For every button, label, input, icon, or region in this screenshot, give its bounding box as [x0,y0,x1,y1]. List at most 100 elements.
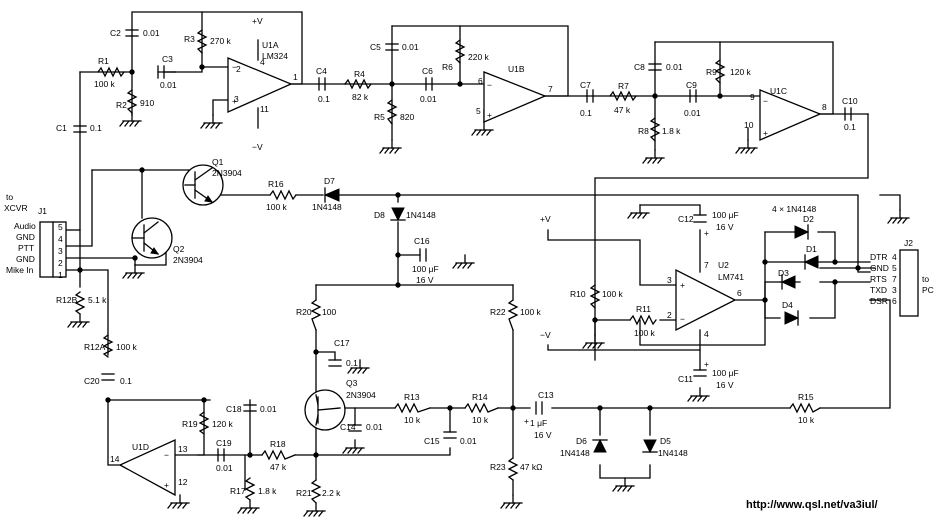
svg-text:C14: C14 [340,422,356,432]
svg-text:R14: R14 [472,392,488,402]
svg-text:0.01: 0.01 [666,62,683,72]
svg-text:R20: R20 [296,307,312,317]
svg-text:100 k: 100 k [602,289,624,299]
svg-text:C6: C6 [422,66,433,76]
svg-text:D3: D3 [778,268,789,278]
svg-text:2.2 k: 2.2 k [322,488,341,498]
svg-text:D4: D4 [782,300,793,310]
svg-text:0.01: 0.01 [420,94,437,104]
svg-text:0.01: 0.01 [216,463,233,473]
svg-text:12: 12 [178,477,188,487]
svg-text:R7: R7 [618,81,629,91]
svg-text:C16: C16 [414,236,430,246]
svg-text:GND: GND [16,232,35,242]
svg-text:−: − [487,80,492,90]
capacitors: C30.01 C40.1 C60.01 C70.1 C90.01 C100.1 … [56,28,858,473]
svg-text:47 k: 47 k [270,462,287,472]
svg-text:R23: R23 [490,462,506,472]
svg-text:1 μF: 1 μF [530,418,547,428]
svg-text:2N3904: 2N3904 [173,255,203,265]
svg-text:C5: C5 [370,42,381,52]
svg-text:47 kΩ: 47 kΩ [520,462,542,472]
svg-text:U2: U2 [718,260,729,270]
svg-text:U1C: U1C [770,86,787,96]
svg-text:XCVR: XCVR [4,203,28,213]
svg-text:Q1: Q1 [212,157,224,167]
svg-text:100 μF: 100 μF [712,210,739,220]
svg-text:C18: C18 [226,404,242,414]
svg-text:5: 5 [58,222,63,232]
wires [65,11,901,496]
svg-text:PTT: PTT [18,243,34,253]
svg-text:0.01: 0.01 [402,42,419,52]
svg-text:D1: D1 [806,244,817,254]
svg-text:100: 100 [322,307,336,317]
svg-text:7: 7 [892,274,897,284]
svg-text:U1D: U1D [132,442,149,452]
svg-text:7: 7 [704,260,709,270]
svg-text:+V: +V [252,16,263,26]
svg-text:120 k: 120 k [730,67,752,77]
svg-text:1N4148: 1N4148 [406,210,436,220]
svg-text:R17: R17 [230,486,246,496]
svg-text:TXD: TXD [870,285,887,295]
svg-text:−V: −V [540,330,551,340]
svg-text:14: 14 [110,454,120,464]
svg-text:0.1: 0.1 [580,108,592,118]
svg-text:Q3: Q3 [346,378,358,388]
svg-text:0.1: 0.1 [844,122,856,132]
svg-text:5.1 k: 5.1 k [88,295,107,305]
svg-text:100 k: 100 k [94,79,116,89]
svg-text:+: + [487,110,492,120]
svg-text:16 V: 16 V [716,380,734,390]
svg-text:1: 1 [58,270,63,280]
svg-text:100 k: 100 k [520,307,542,317]
svg-text:PC: PC [922,285,934,295]
svg-text:7: 7 [548,84,553,94]
svg-text:+: + [164,480,169,490]
svg-text:R21: R21 [296,488,312,498]
svg-text:4: 4 [58,234,63,244]
svg-text:+: + [680,280,685,290]
svg-text:3: 3 [58,246,63,256]
svg-text:100 k: 100 k [634,328,656,338]
svg-text:0.01: 0.01 [366,422,383,432]
svg-text:3: 3 [667,275,672,285]
svg-text:−: − [232,62,237,72]
opamp-u1b: 6 5 7 −+ U1B [476,64,553,123]
svg-text:R4: R4 [354,69,365,79]
svg-text:GND: GND [16,254,35,264]
junction-dots [77,64,861,458]
svg-text:5: 5 [476,106,481,116]
svg-text:R22: R22 [490,307,506,317]
svg-text:2N3904: 2N3904 [212,168,242,178]
svg-text:C11: C11 [678,374,693,384]
svg-text:D7: D7 [324,176,335,186]
svg-text:8: 8 [822,102,827,112]
svg-text:5: 5 [892,263,897,273]
svg-text:6: 6 [892,296,897,306]
svg-text:2: 2 [667,310,672,320]
svg-text:16 V: 16 V [534,430,552,440]
svg-text:100 k: 100 k [116,342,138,352]
svg-text:100 k: 100 k [266,202,288,212]
svg-text:R2: R2 [116,100,127,110]
svg-text:3: 3 [234,94,239,104]
svg-text:−V: −V [252,142,263,152]
svg-text:120 k: 120 k [212,419,234,429]
svg-text:0.1: 0.1 [346,358,358,368]
svg-text:100 μF: 100 μF [412,264,439,274]
svg-text:R6: R6 [442,62,453,72]
svg-text:R12A: R12A [84,342,106,352]
svg-text:0.01: 0.01 [160,80,177,90]
svg-text:82 k: 82 k [352,92,369,102]
svg-text:J1: J1 [38,206,47,216]
svg-text:R16: R16 [268,179,284,189]
svg-text:C3: C3 [162,54,173,64]
